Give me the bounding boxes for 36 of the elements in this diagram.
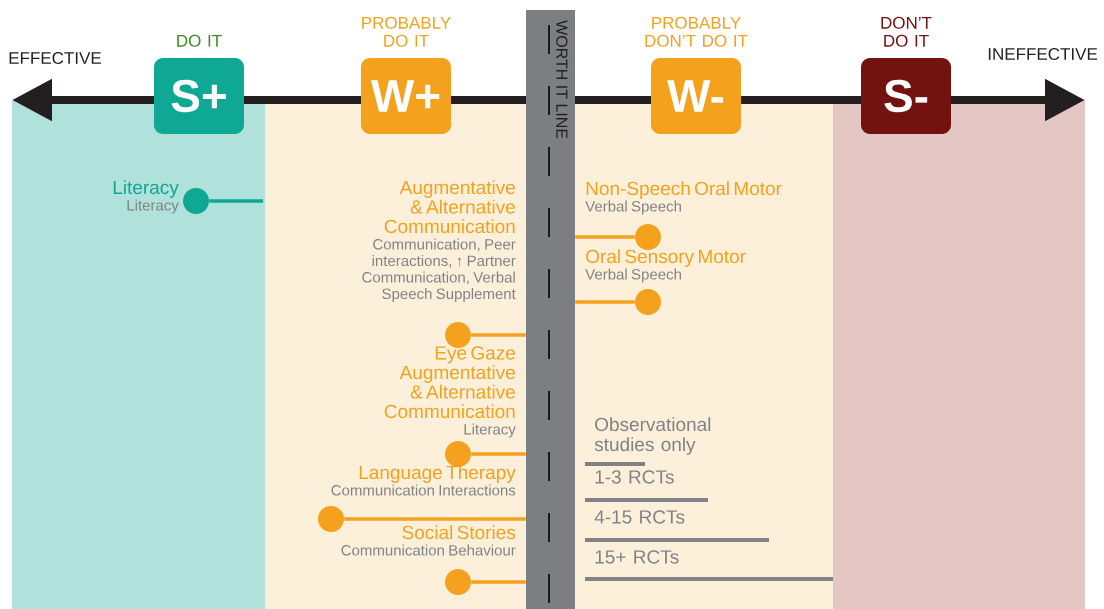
intervention-label: Social Stories Communication Behaviour	[341, 525, 516, 556]
legend-text: 15+ RCTs	[595, 550, 679, 564]
connector-line	[344, 517, 526, 521]
category-heading: DON’T DO IT	[881, 16, 932, 47]
category-heading: PROBABLY DON’T DO IT	[645, 16, 748, 47]
axis-label: EFFECTIVE	[9, 51, 101, 64]
lollipop-dot	[183, 188, 209, 214]
intervention-label: Eye Gaze Augmentative & Alternative Communication Literacy	[384, 346, 516, 438]
connector-line	[209, 199, 263, 203]
intervention-label: Augmentative & Alternative Communication Communication, Peer interactions, ↑ Partner Communication, Verbal Speech Supplement	[362, 180, 516, 303]
intervention-label: Literacy Literacy	[113, 180, 179, 214]
band-label: WORTH IT LINE	[556, 20, 568, 139]
connector-line	[575, 235, 635, 239]
connector-line	[471, 452, 526, 456]
intervention-label: Non-Speech Oral Motor Verbal Speech	[585, 181, 782, 215]
rating-badge: S-	[861, 58, 951, 134]
lollipop-dot	[445, 441, 471, 467]
intervention-label: Oral Sensory Motor Verbal Speech	[585, 249, 746, 283]
legend-text: 1-3 RCTs	[595, 470, 674, 484]
lollipop-dot	[445, 569, 471, 595]
rating-badge: S+	[154, 58, 244, 134]
lollipop-dot	[635, 224, 661, 250]
connector-line	[471, 333, 526, 337]
rating-badge: W-	[651, 58, 741, 134]
legend-text: 4-15 RCTs	[594, 510, 685, 524]
connector-line	[471, 580, 526, 584]
category-heading: DO IT	[177, 34, 222, 47]
lollipop-dot	[318, 506, 344, 532]
rating-badge: W+	[361, 58, 451, 134]
category-heading: PROBABLY DO IT	[362, 16, 451, 47]
connector-line	[575, 300, 635, 304]
lollipop-dot	[445, 322, 471, 348]
lollipop-dot	[635, 289, 661, 315]
intervention-label: Language Therapy Communication Interactions	[331, 465, 516, 496]
axis-label: INEFFECTIVE	[988, 47, 1098, 60]
legend-text: Observational studies only	[594, 417, 711, 455]
